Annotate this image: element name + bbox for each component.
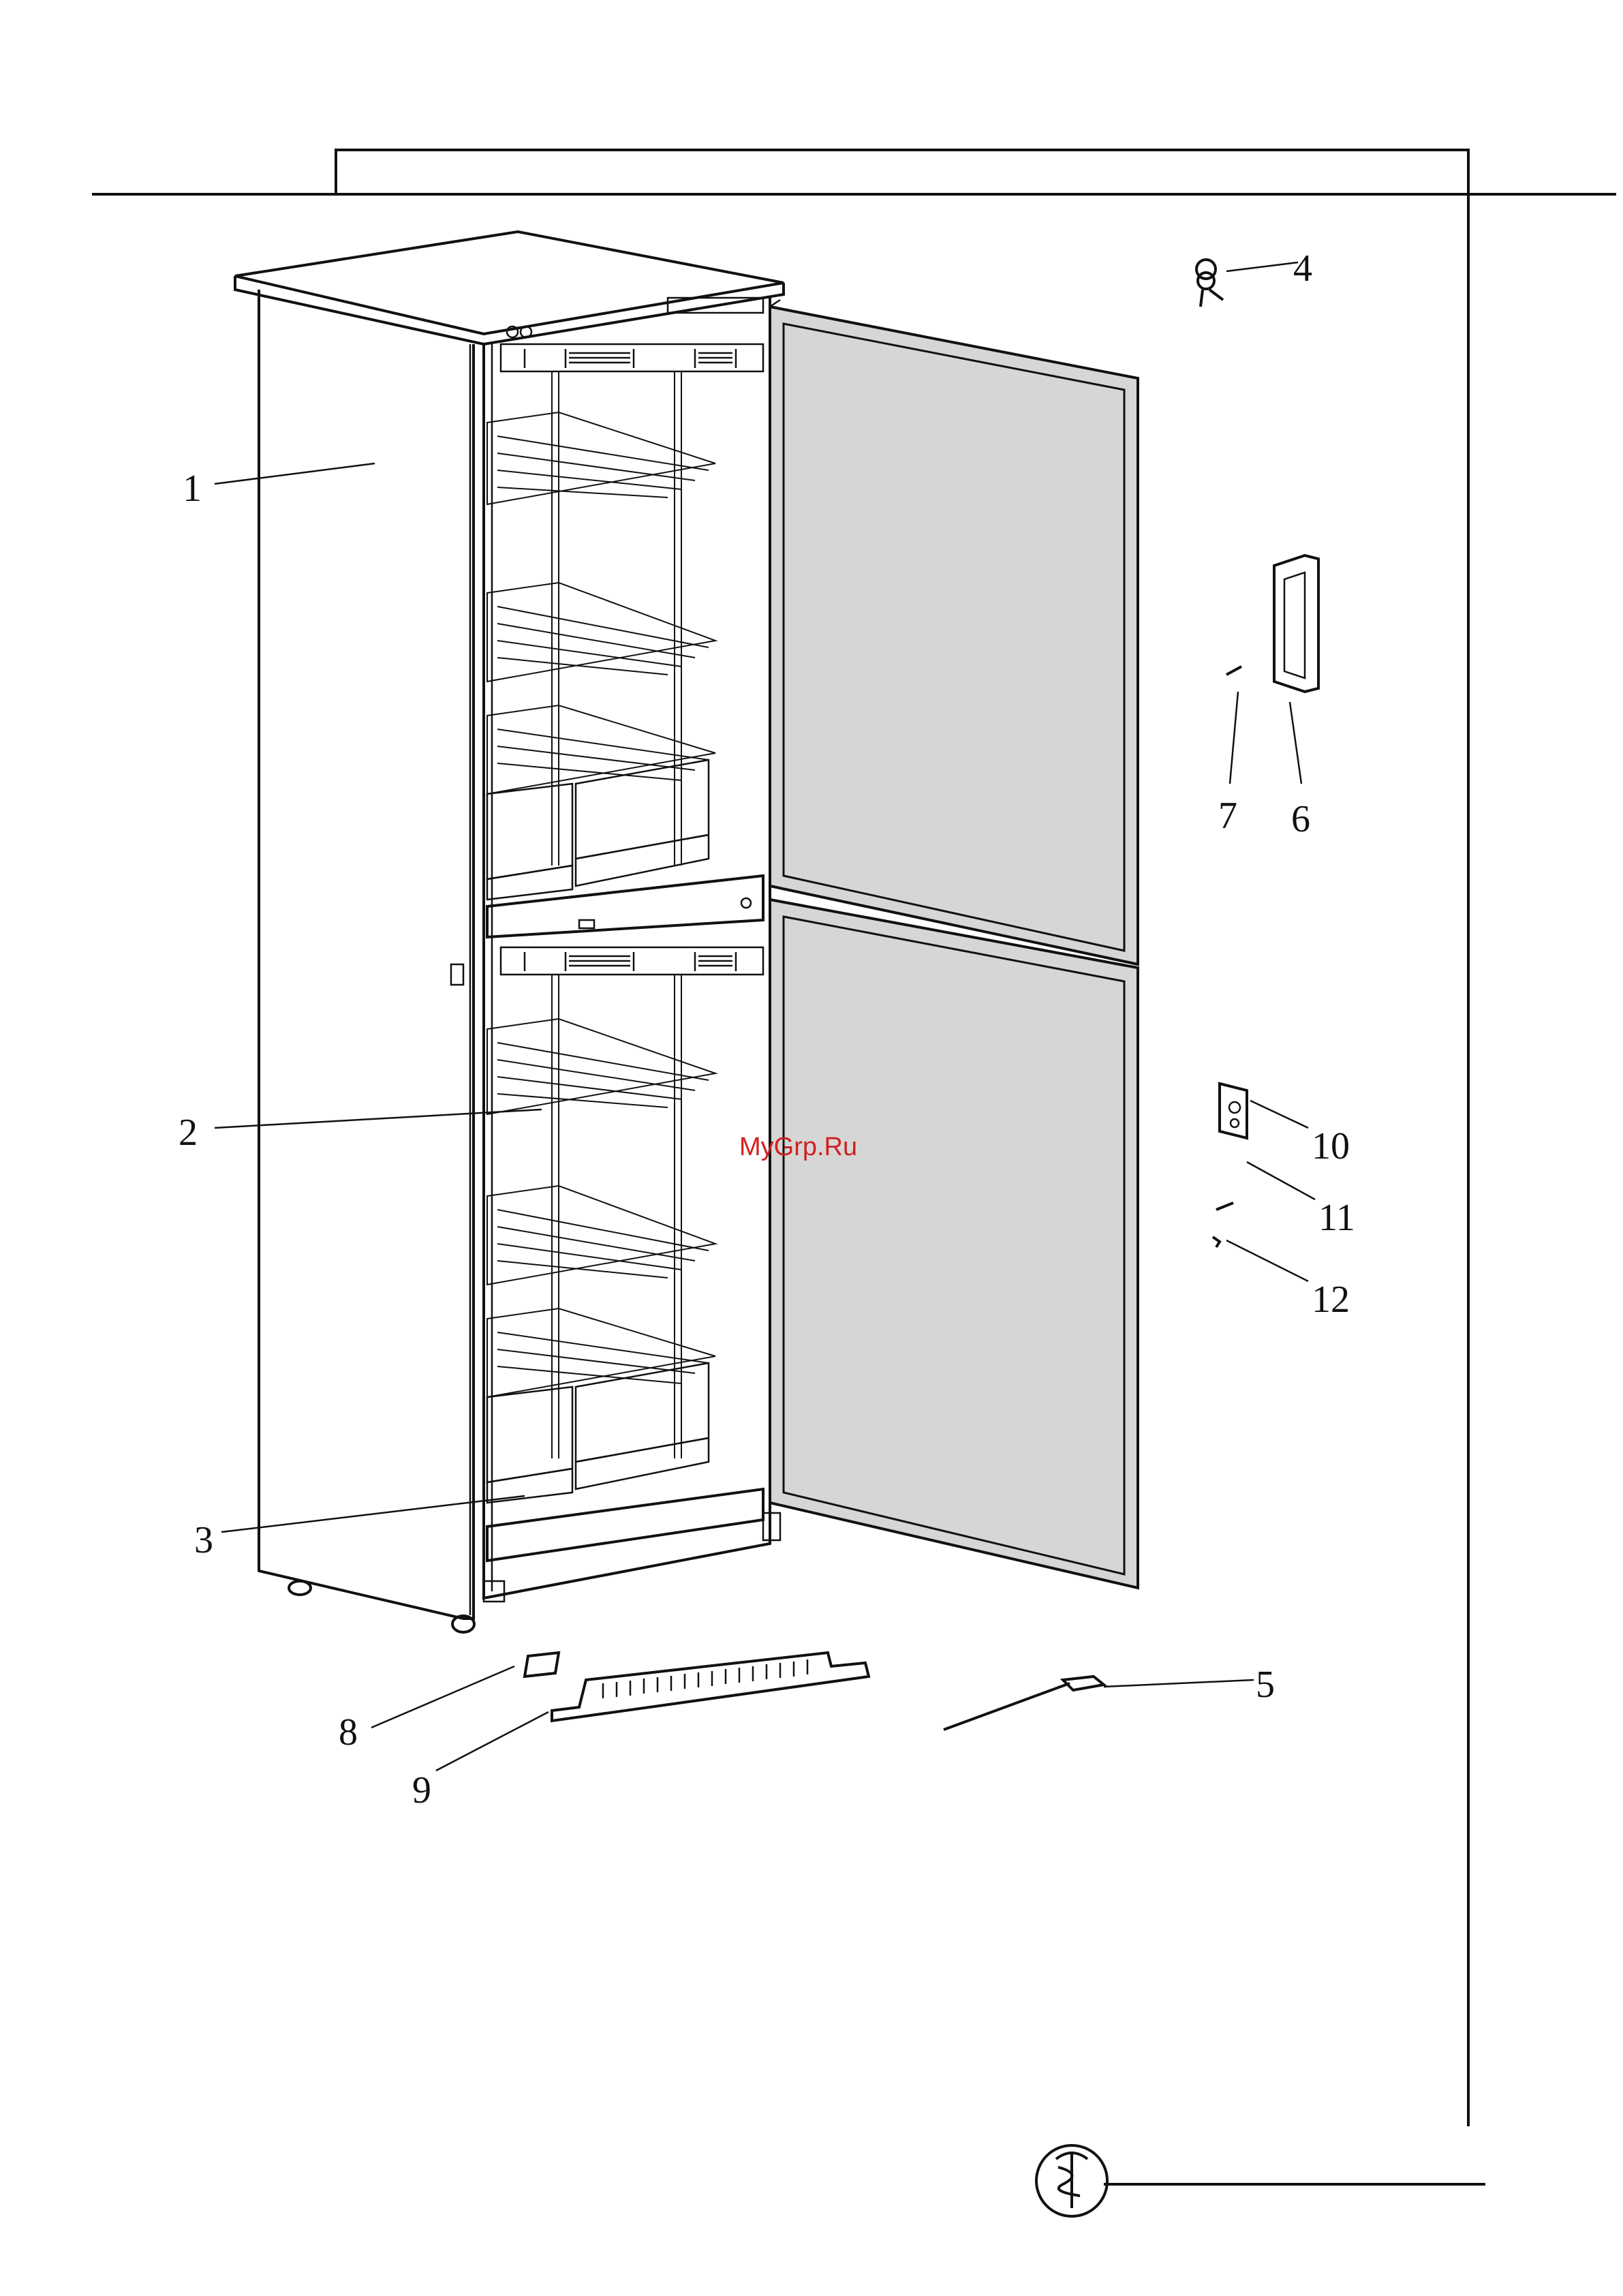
refrigerator-body [235,232,784,1632]
callout-4: 4 [1293,247,1312,290]
callout-5: 5 [1256,1664,1275,1706]
callout-12: 12 [1312,1279,1350,1321]
screw-icon [1226,667,1241,675]
callout-3: 3 [194,1519,213,1561]
callout-8: 8 [339,1711,358,1754]
callout-7: 7 [1218,795,1237,837]
callout-10: 10 [1312,1125,1350,1167]
callout-9: 9 [412,1769,431,1811]
pin-icon [1213,1237,1220,1247]
ventilation-grille-icon [552,1653,869,1721]
upper-door [770,300,1138,964]
ice-scraper-icon [944,1677,1104,1730]
refrigerator-doors [763,300,1138,1588]
callout-1: 1 [183,468,202,510]
drawer-lower-right [576,1363,709,1489]
keys-icon [1196,260,1223,307]
callout-2: 2 [179,1112,198,1154]
callout-6: 6 [1291,798,1310,840]
plug-icon [525,1653,559,1677]
lower-door [770,900,1138,1588]
watermark: MyGrp.Ru [739,1133,857,1161]
callout-labels: 1 2 3 4 5 6 7 8 9 10 11 12 [179,247,1355,1811]
callout-11: 11 [1318,1197,1355,1239]
screw-icon [1216,1203,1233,1210]
drawer-upper-left [487,784,572,900]
bracket-icon [1220,1084,1247,1138]
drawer-lower-left [487,1387,572,1503]
door-handle-icon [1274,555,1318,692]
pharmacy-logo-icon [1036,2145,1107,2216]
drawer-upper-right [576,760,709,886]
